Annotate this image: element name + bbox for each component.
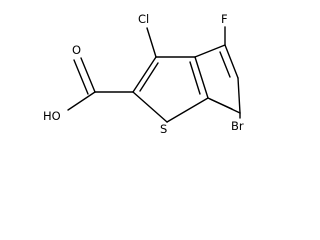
bond-cooh-hydroxyl xyxy=(67,91,96,111)
bond-c2-c3-inner xyxy=(139,62,159,92)
atom-label-oxygen: O xyxy=(72,43,81,57)
bond-cooh-carbonyl-2 xyxy=(73,59,89,95)
bond-c7a-c3a xyxy=(194,56,209,99)
atom-label-hydroxyl: HO xyxy=(43,109,61,123)
bond-c3-cl xyxy=(146,27,157,58)
bond-c4-c5-inner xyxy=(219,51,231,78)
atom-label-fluorine: F xyxy=(221,12,228,26)
bond-c3a-c4 xyxy=(194,44,226,58)
bond-c4-c5 xyxy=(224,44,239,79)
atom-label-chlorine: Cl xyxy=(138,12,149,26)
bond-c5-c6 xyxy=(237,77,241,114)
bond-c6-c7-inner xyxy=(209,98,233,110)
bond-c7a-c3a-inner xyxy=(189,61,201,95)
bond-s-c7a xyxy=(166,97,209,123)
atom-label-bromine: Br xyxy=(231,119,244,133)
atom-label-sulfur: S xyxy=(160,122,167,136)
bond-cooh-carbonyl-1 xyxy=(80,57,96,93)
bond-s-c2 xyxy=(132,91,168,123)
structure-diagram: Cl F S Br HO O xyxy=(43,12,244,136)
bond-c2-c3 xyxy=(132,56,157,93)
